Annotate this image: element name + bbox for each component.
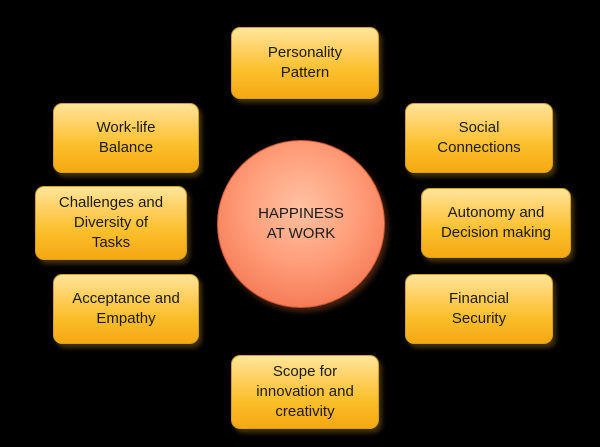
factor-box-challenges-diversity: Challenges and Diversity of Tasks [35,186,187,260]
factor-box-acceptance-empathy: Acceptance and Empathy [53,274,199,344]
factor-box-social-connections: Social Connections [405,103,553,173]
center-node-happiness-at-work: HAPPINESS AT WORK [217,140,385,308]
factor-box-autonomy-decision: Autonomy and Decision making [421,188,571,258]
factor-box-financial-security: Financial Security [405,274,553,344]
factor-box-work-life-balance: Work-life Balance [53,103,199,173]
factor-box-scope-innovation: Scope for innovation and creativity [231,355,379,429]
factor-box-personality-pattern: Personality Pattern [231,27,379,99]
